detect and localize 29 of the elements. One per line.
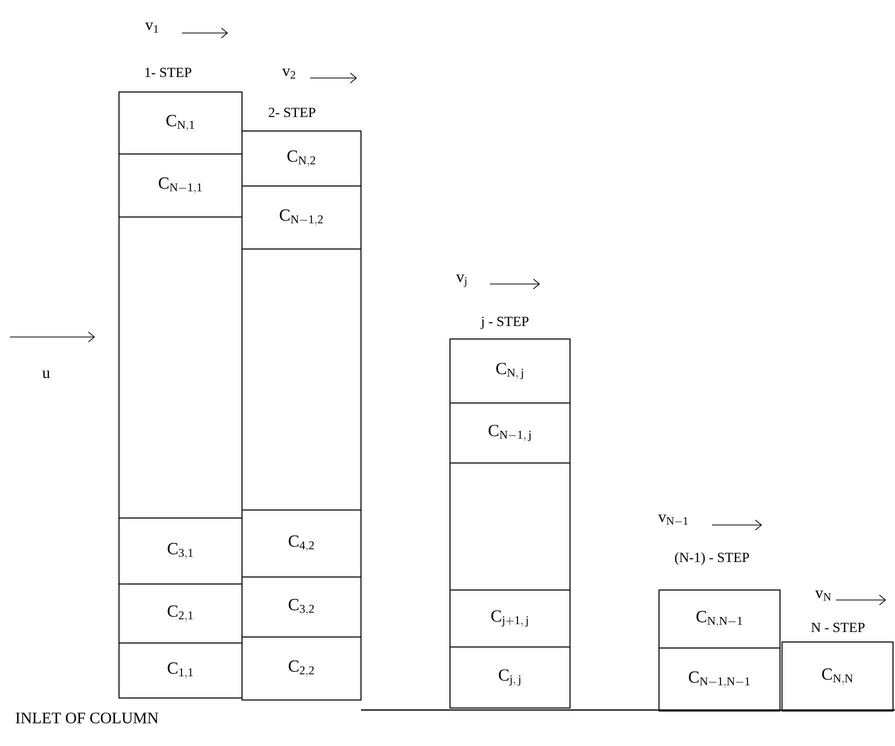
cell-box: $\mathrm{C}_{\mathrm{N-1,N-1}}$ [658,648,780,712]
flow-label: $\mathrm{v}_{\mathrm{j}}$ [456,274,466,287]
cell-box: $\mathrm{C}_{\mathrm{j,\,j}}$ [450,646,570,708]
cell-box: $\mathrm{C}_{\mathrm{N-1,\,j}}$ [450,402,570,464]
cell-box: $\mathrm{C}_{\mathrm{2,1}}$ [118,584,242,644]
step-column: $\mathrm{C}_{\mathrm{N,N}}$ [782,642,894,712]
cell-box: $\mathrm{C}_{\mathrm{2,2}}$ [242,636,362,700]
step-heading: 2- STEP [268,108,316,118]
cell-box: $\mathrm{C}_{\mathrm{N-1,2}}$ [242,186,362,250]
flow-label: u [42,370,50,378]
cell-box: $\mathrm{C}_{\mathrm{4,2}}$ [242,510,362,578]
step-heading: j - STEP [480,316,528,329]
step-heading: N - STEP [811,622,865,632]
cell-box: $\mathrm{C}_{\mathrm{N,1}}$ [118,92,242,154]
flow-label: INLET OF COLUMN [16,712,158,724]
flow-label: $\mathrm{v}_{\mathrm{N-1}}$ [658,514,688,525]
cell-box: $\mathrm{C}_{\mathrm{N,\,j}}$ [450,338,570,404]
cell-box: $\mathrm{C}_{\mathrm{1,1}}$ [118,642,242,698]
cell-box: $\mathrm{C}_{\mathrm{3,1}}$ [118,518,242,584]
cell-box: $\mathrm{C}_{\mathrm{N,2}}$ [242,130,362,186]
step-heading: (N-1) - STEP [675,552,750,565]
flow-label: $\mathrm{v}_{\mathrm{1}}$ [145,22,158,33]
step-heading: 1- STEP [145,68,192,78]
cell-box: $\mathrm{C}_{\mathrm{3,2}}$ [242,576,362,638]
flow-label: $\mathrm{v}_{\mathrm{2}}$ [282,68,296,79]
cell-box: $\mathrm{C}_{\mathrm{N-1,1}}$ [118,154,242,218]
flow-label: $\mathrm{v}_{\mathrm{N}}$ [815,590,831,601]
cell-box: $\mathrm{C}_{\mathrm{j+1,\,j}}$ [450,590,570,648]
cell-box: $\mathrm{C}_{\mathrm{N,N-1}}$ [658,590,780,648]
